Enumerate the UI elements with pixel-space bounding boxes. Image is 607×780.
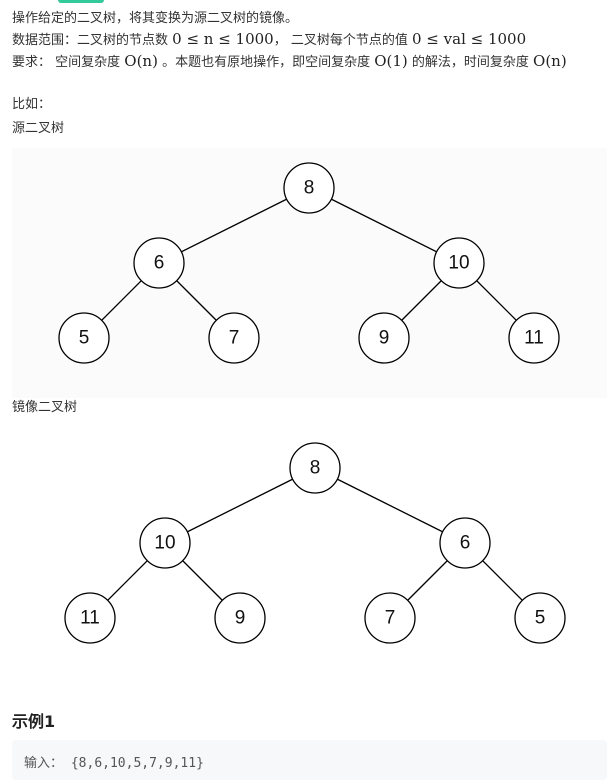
node-label: 11 bbox=[80, 608, 100, 629]
requirement-mid2: 的解法，时间复杂度 bbox=[407, 55, 534, 70]
description-line-2: 数据范围：二叉树的节点数 0 ≤ n ≤ 1000， 二叉树每个节点的值 0 ≤… bbox=[12, 29, 607, 51]
range-prefix: 数据范围：二叉树的节点数 bbox=[12, 33, 173, 48]
description-line-3: 要求： 空间复杂度 O(n) 。本题也有原地操作，即空间复杂度 O(1) 的解法… bbox=[12, 51, 607, 73]
time-complexity: O(n) bbox=[533, 52, 567, 70]
inplace-space-complexity: O(1) bbox=[374, 52, 408, 70]
node-label: 5 bbox=[79, 328, 90, 349]
tree-node bbox=[214, 592, 266, 644]
tree-node bbox=[439, 517, 491, 569]
tree-node bbox=[433, 237, 485, 289]
tree-node bbox=[508, 312, 560, 364]
tree-node bbox=[358, 312, 410, 364]
source-tree-svg: 8 6 10 5 7 9 11 bbox=[58, 162, 560, 364]
example-title: 示例1 bbox=[12, 712, 56, 731]
node-label: 9 bbox=[235, 608, 246, 629]
node-label: 6 bbox=[154, 253, 165, 274]
example-intro: 比如： bbox=[12, 97, 52, 112]
node-label: 7 bbox=[385, 608, 396, 629]
node-value-range: 0 ≤ val ≤ 1000 bbox=[412, 30, 527, 48]
tree-node bbox=[364, 592, 416, 644]
tree-node bbox=[208, 312, 260, 364]
node-count-range: 0 ≤ n ≤ 1000 bbox=[172, 30, 274, 48]
source-tree-figure: 8 6 10 5 7 9 11 bbox=[12, 148, 607, 398]
tree-node bbox=[58, 312, 110, 364]
tree-node bbox=[133, 237, 185, 289]
active-tab-indicator bbox=[58, 0, 104, 3]
space-complexity: O(n) bbox=[124, 52, 158, 70]
tree-node bbox=[64, 592, 116, 644]
example-code-block: 输入： {8,6,10,5,7,9,11} bbox=[12, 740, 607, 780]
node-label: 11 bbox=[524, 328, 544, 349]
description-line-1: 操作给定的二叉树，将其变换为源二叉树的镜像。 bbox=[12, 11, 299, 26]
node-label: 5 bbox=[535, 608, 546, 629]
node-label: 6 bbox=[460, 533, 471, 554]
mirror-tree-svg: 8 10 6 11 9 7 5 bbox=[64, 442, 566, 644]
tree-node bbox=[289, 442, 341, 494]
node-label: 8 bbox=[304, 178, 315, 199]
input-value[interactable]: {8,6,10,5,7,9,11} bbox=[70, 756, 204, 771]
node-label: 8 bbox=[310, 458, 321, 479]
input-label: 输入： bbox=[24, 756, 64, 771]
requirement-prefix: 要求： 空间复杂度 bbox=[12, 55, 125, 70]
node-label: 10 bbox=[448, 253, 469, 274]
tree-node bbox=[283, 162, 335, 214]
source-tree-label: 源二叉树 bbox=[12, 121, 65, 136]
node-label: 7 bbox=[229, 328, 240, 349]
problem-description: 操作给定的二叉树，将其变换为源二叉树的镜像。 数据范围：二叉树的节点数 0 ≤ … bbox=[12, 8, 607, 115]
node-label: 9 bbox=[379, 328, 390, 349]
range-mid: ， 二叉树每个节点的值 bbox=[273, 33, 412, 48]
tree-node bbox=[514, 592, 566, 644]
mirror-tree-label: 镜像二叉树 bbox=[12, 400, 78, 415]
tree-node bbox=[139, 517, 191, 569]
node-label: 10 bbox=[154, 533, 175, 554]
mirror-tree-figure: 8 10 6 11 9 7 5 bbox=[12, 428, 607, 678]
requirement-mid: 。本题也有原地操作，即空间复杂度 bbox=[157, 55, 375, 70]
